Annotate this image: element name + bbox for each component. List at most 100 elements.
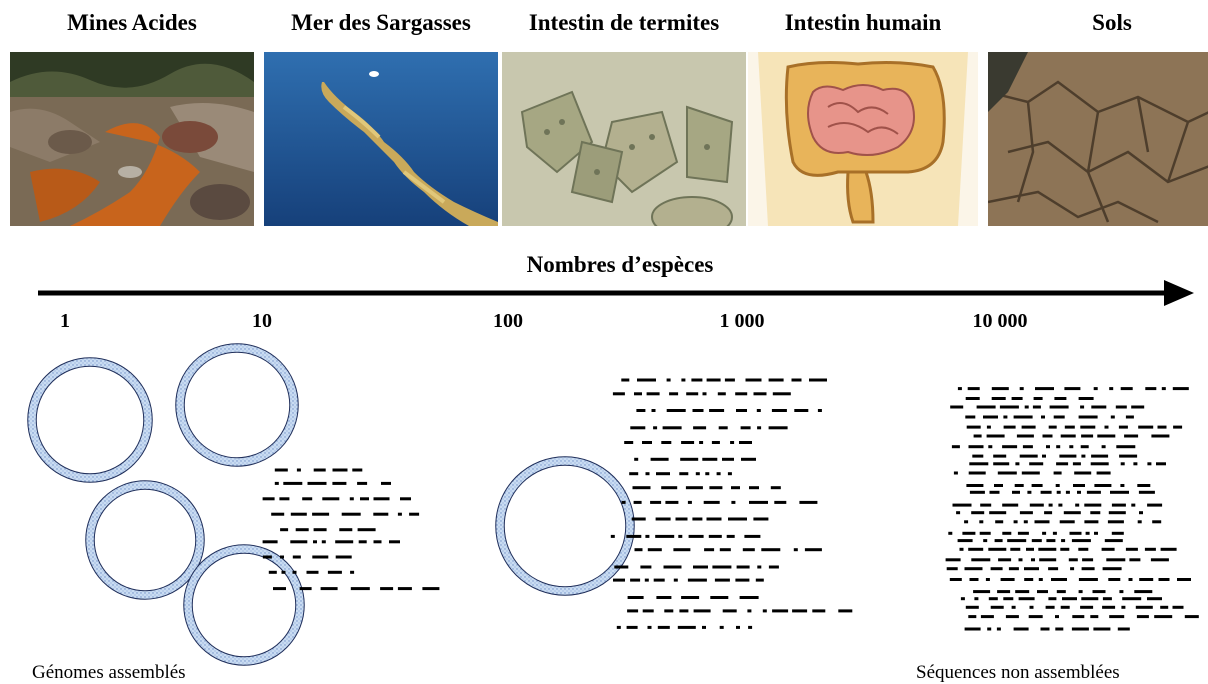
sequence-read-dash bbox=[985, 578, 990, 581]
sequence-read-dash bbox=[1184, 615, 1199, 619]
sequence-read-dash bbox=[281, 570, 286, 574]
sequence-read-dash bbox=[271, 512, 285, 516]
sequence-read-dash bbox=[634, 548, 643, 552]
sequence-read-dash bbox=[685, 486, 703, 490]
sequence-read-dash bbox=[804, 548, 822, 552]
sequence-read-dash bbox=[1005, 615, 1019, 619]
sequence-read-dash bbox=[695, 472, 700, 476]
sequence-read-dash bbox=[794, 409, 809, 412]
sequence-read-dash bbox=[1116, 445, 1136, 449]
sequence-read-dash bbox=[624, 441, 634, 444]
sequence-read-dash bbox=[727, 472, 732, 476]
sequence-read-dash bbox=[295, 528, 309, 532]
sequence-read-dash bbox=[1011, 397, 1023, 400]
sequence-read-dash bbox=[1144, 547, 1156, 551]
sequence-read-dash bbox=[647, 548, 662, 552]
sequence-read-dash bbox=[1060, 434, 1076, 438]
sequence-read-dash bbox=[959, 547, 964, 551]
sequence-read-dash bbox=[772, 392, 791, 396]
sequence-read-dash bbox=[1177, 578, 1191, 581]
sequence-read-dash bbox=[1078, 547, 1089, 551]
sequence-read-dash bbox=[1119, 454, 1138, 458]
sequence-read-dash bbox=[745, 378, 762, 382]
sequence-read-dash bbox=[422, 587, 440, 591]
sequence-read-dash bbox=[389, 540, 400, 544]
sequence-read-dash bbox=[703, 500, 720, 504]
sequence-read-dash bbox=[988, 445, 993, 449]
sequence-read-dash bbox=[1015, 590, 1030, 594]
sequence-read-dash bbox=[1024, 567, 1039, 571]
sequence-read-dash bbox=[1119, 590, 1124, 594]
sequence-read-dash bbox=[1073, 484, 1085, 487]
sequence-read-dash bbox=[1094, 484, 1112, 487]
sequence-read-dash bbox=[1041, 415, 1045, 419]
sequence-read-dash bbox=[1080, 605, 1094, 609]
sequence-read-dash bbox=[1056, 490, 1061, 494]
sequence-read-dash bbox=[381, 481, 391, 485]
sequence-read-dash bbox=[969, 578, 979, 581]
sequence-read-dash bbox=[290, 512, 307, 516]
sequence-read-dash bbox=[332, 468, 348, 472]
sequence-read-dash bbox=[739, 441, 752, 444]
sequence-read-dash bbox=[1048, 425, 1057, 429]
sequence-read-dash bbox=[809, 378, 827, 382]
sequence-read-dash bbox=[1134, 590, 1153, 594]
sequence-read-dash bbox=[988, 547, 1007, 551]
sequence-read-dash bbox=[1108, 578, 1121, 581]
sequence-read-dash bbox=[397, 587, 412, 591]
sequence-read-dash bbox=[292, 570, 297, 574]
sequence-read-dash bbox=[1042, 531, 1047, 535]
sequence-read-dash bbox=[712, 565, 732, 569]
sequence-read-dash bbox=[730, 441, 735, 444]
sequence-read-dash bbox=[735, 392, 748, 396]
sequence-read-dash bbox=[1068, 558, 1078, 562]
env-title-human-gut: Intestin humain bbox=[784, 10, 942, 35]
sequence-read-dash bbox=[768, 378, 784, 382]
sequence-read-dash bbox=[358, 540, 367, 544]
sequence-read-dash bbox=[957, 539, 973, 543]
sequence-read-dash bbox=[1011, 605, 1016, 609]
sequence-read-dash bbox=[1102, 567, 1122, 571]
sequence-read-dash bbox=[1053, 471, 1062, 475]
sequence-read-dash bbox=[645, 534, 650, 538]
sequence-read-dash bbox=[1024, 578, 1034, 581]
sequence-read-dash bbox=[666, 378, 671, 382]
sequence-read-dash bbox=[768, 426, 788, 430]
sequence-read-dash bbox=[335, 555, 352, 559]
sequence-read-dash bbox=[613, 578, 625, 582]
sequence-read-dash bbox=[268, 570, 277, 574]
sequence-read-dash bbox=[302, 497, 313, 501]
sequence-read-dash bbox=[630, 426, 646, 430]
sequence-read-dash bbox=[1060, 605, 1070, 609]
sequence-read-dash bbox=[973, 434, 982, 438]
sequence-read-dash bbox=[756, 409, 761, 412]
sequence-read-dash bbox=[980, 615, 994, 619]
sequence-read-dash bbox=[1104, 425, 1109, 429]
tick-1: 1 bbox=[60, 310, 70, 332]
sequence-read-dash bbox=[1078, 397, 1094, 400]
sequence-read-dash bbox=[1023, 520, 1028, 524]
sequence-read-dash bbox=[1046, 445, 1050, 449]
sequence-read-dash bbox=[299, 587, 312, 591]
sequence-read-dash bbox=[321, 540, 326, 544]
sequence-read-dash bbox=[998, 558, 1012, 562]
sequence-read-dash bbox=[965, 415, 976, 419]
sequence-read-dash bbox=[1048, 567, 1059, 571]
sequence-read-dash bbox=[1013, 520, 1018, 524]
sequence-read-dash bbox=[948, 531, 953, 535]
sequence-read-dash bbox=[1109, 615, 1125, 619]
sequence-read-dash bbox=[724, 378, 735, 382]
sequence-read-dash bbox=[642, 609, 654, 613]
sequence-read-dash bbox=[1019, 387, 1024, 391]
sequence-read-dash bbox=[1044, 511, 1053, 515]
sequence-read-dash bbox=[742, 548, 755, 552]
sequence-read-dash bbox=[631, 517, 646, 521]
sequence-read-dash bbox=[755, 578, 764, 582]
sequence-read-dash bbox=[693, 609, 711, 613]
sequence-read-dash bbox=[409, 512, 420, 516]
sequence-read-dash bbox=[616, 625, 621, 629]
sequence-read-dash bbox=[665, 500, 679, 504]
sequence-reads-small bbox=[262, 468, 440, 591]
sequence-read-dash bbox=[630, 578, 641, 582]
env-title-termite-gut: Intestin de termites bbox=[528, 10, 720, 35]
